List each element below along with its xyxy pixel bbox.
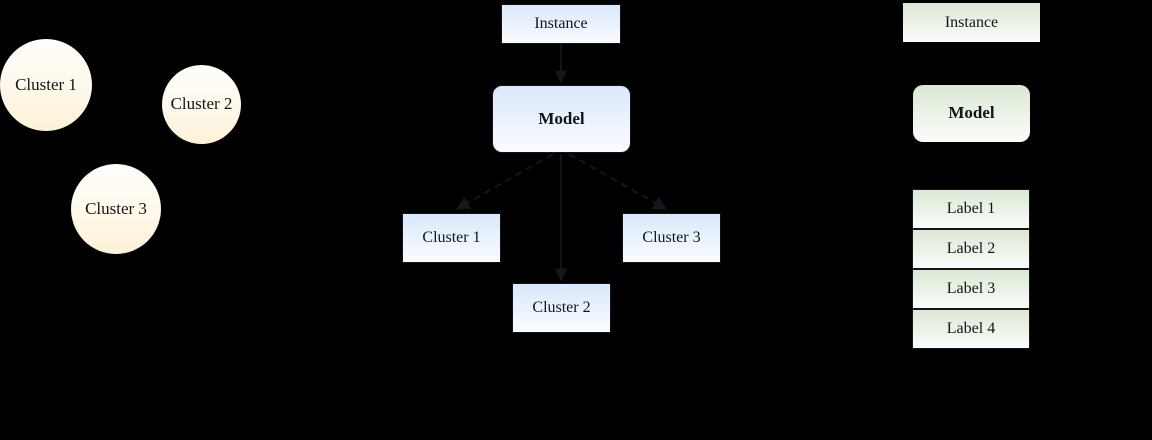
- edge-model-to-cluster3: [568, 153, 668, 210]
- cluster-circle-1[interactable]: Cluster 1: [0, 39, 92, 131]
- legend-item-label-1-text: Label 1: [946, 200, 996, 218]
- flow-node-model[interactable]: Model: [492, 85, 631, 153]
- flow-node-model-label: Model: [538, 108, 585, 128]
- cluster-circle-2-label: Cluster 2: [170, 94, 233, 114]
- legend-item-label-2-text: Label 2: [946, 240, 996, 258]
- flow-node-cluster-1[interactable]: Cluster 1: [402, 213, 501, 263]
- legend-item-label-4[interactable]: Label 4: [912, 309, 1030, 349]
- flow-node-instance-label: Instance: [534, 15, 588, 33]
- flow-node-cluster-1-label: Cluster 1: [422, 229, 481, 247]
- cluster-circle-2[interactable]: Cluster 2: [162, 65, 241, 144]
- legend-item-label-3-text: Label 3: [946, 280, 996, 298]
- flow-node-cluster-3[interactable]: Cluster 3: [622, 213, 721, 263]
- legend-item-label-3[interactable]: Label 3: [912, 269, 1030, 309]
- flow-node-cluster-2-label: Cluster 2: [532, 299, 591, 317]
- edge-model-to-cluster1: [455, 153, 554, 210]
- cluster-circle-3[interactable]: Cluster 3: [71, 164, 161, 254]
- legend-item-model[interactable]: Model: [913, 85, 1030, 142]
- legend-item-label-1[interactable]: Label 1: [912, 189, 1030, 229]
- legend-item-label-2[interactable]: Label 2: [912, 229, 1030, 269]
- legend-item-label-4-text: Label 4: [946, 320, 996, 338]
- flow-node-cluster-3-label: Cluster 3: [642, 229, 701, 247]
- flow-node-cluster-2[interactable]: Cluster 2: [512, 283, 611, 333]
- legend-item-instance[interactable]: Instance: [903, 3, 1040, 42]
- legend-item-instance-label: Instance: [944, 13, 999, 31]
- cluster-circle-1-label: Cluster 1: [15, 74, 77, 94]
- cluster-circle-3-label: Cluster 3: [85, 198, 147, 218]
- legend-item-model-label: Model: [948, 103, 995, 123]
- flow-node-instance[interactable]: Instance: [501, 4, 621, 44]
